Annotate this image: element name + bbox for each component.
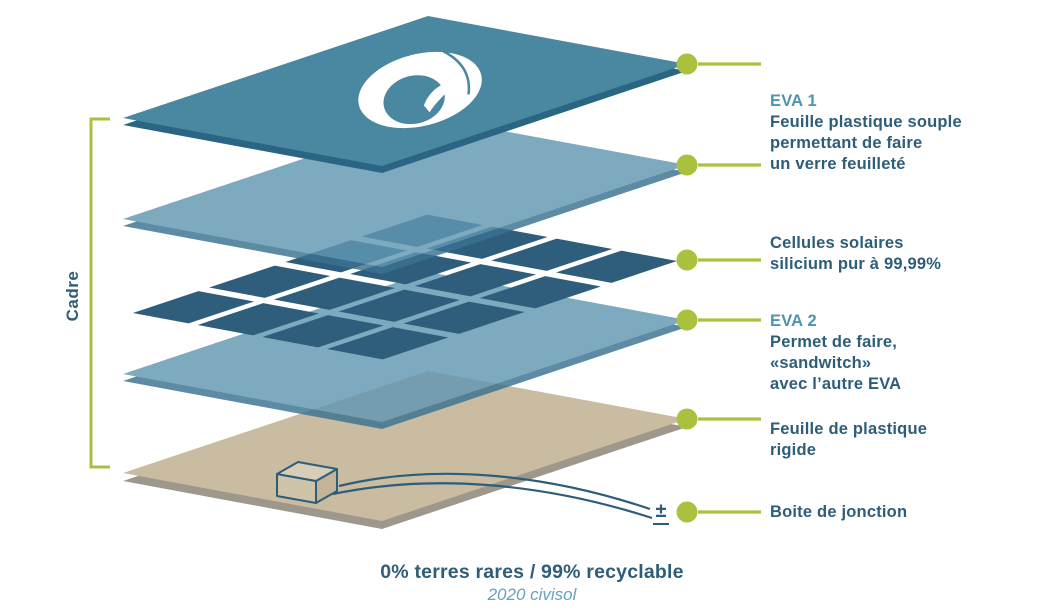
callout-eva1-line: Feuille plastique souple (770, 113, 962, 131)
callout-back-sheet: Feuille de plastique rigide (770, 419, 927, 461)
callout-cells-line: Cellules solaires (770, 234, 904, 252)
callout-dot-junction-box (676, 501, 698, 523)
callout-dot-cells (676, 249, 698, 271)
solar-cell (197, 303, 319, 336)
solar-cell (479, 276, 601, 309)
callout-junction-box-line: Boite de jonction (770, 503, 908, 521)
brand-logo (358, 50, 482, 129)
callout-cells: Cellules solaires silicium pur à 99,99% (770, 233, 941, 275)
callout-eva2-line: avec l’autre EVA (770, 375, 902, 393)
callout-eva1-line: permettant de faire (770, 134, 923, 152)
solar-cell (491, 238, 613, 271)
layer-back-sheet (123, 371, 687, 529)
layer-top-sheet (123, 16, 687, 173)
solar-cell (426, 226, 548, 259)
solar-cell (555, 250, 678, 283)
callout-eva1: EVA 1 Feuille plastique souple permettan… (770, 91, 962, 175)
solar-cell (338, 289, 460, 322)
solar-cell (327, 327, 449, 360)
callout-eva2: EVA 2 Permet de faire, «sandwitch» avec … (770, 311, 901, 395)
callout-back-sheet-line: rigide (770, 441, 817, 459)
layer-back-sheet-face (123, 371, 687, 521)
callout-back-sheet-line: Feuille de plastique (770, 420, 928, 438)
callout-eva2-line: «sandwitch» (770, 354, 872, 372)
junction-box (276, 461, 338, 504)
callout-junction-box: Boite de jonction (770, 502, 907, 523)
solar-cell (414, 264, 537, 297)
layer-eva1-face (123, 117, 687, 267)
callout-leaders (676, 53, 761, 523)
junction-wires (332, 472, 653, 520)
polarity-symbol: ± (656, 500, 667, 522)
callout-eva1-heading: EVA 1 (770, 92, 817, 110)
footer-credit: 2020 civisol (487, 585, 577, 604)
callout-dot-eva2 (676, 309, 698, 331)
wire-minus (332, 482, 653, 520)
wire-plus (338, 472, 651, 511)
callout-dot-eva1 (676, 154, 698, 176)
layer-top-sheet-face (123, 16, 687, 166)
callout-cells-line: silicium pur à 99,99% (770, 255, 942, 273)
frame-label: Cadre (63, 270, 82, 322)
layer-eva1 (123, 117, 687, 274)
callout-eva1-line: un verre feuilleté (770, 155, 906, 173)
footer-tagline: 0% terres rares / 99% recyclable (380, 561, 684, 583)
solar-cell (403, 301, 525, 334)
solar-cell (273, 277, 396, 310)
solar-cell (350, 252, 472, 285)
callout-dot-top-sheet (676, 53, 698, 75)
solar-cell (262, 315, 384, 348)
callout-eva2-line: Permet de faire, (770, 333, 898, 351)
solar-cell (132, 291, 255, 324)
callout-dot-back-sheet (676, 408, 698, 430)
solar-cell (209, 265, 331, 298)
frame-bracket (89, 117, 110, 469)
callout-eva2-heading: EVA 2 (770, 312, 817, 330)
